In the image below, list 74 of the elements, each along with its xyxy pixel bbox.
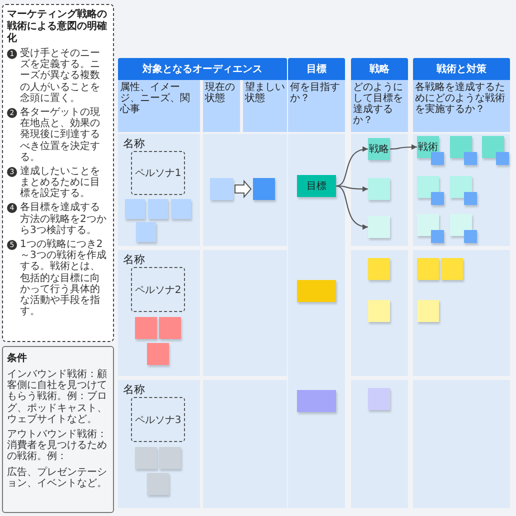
sticky-note bbox=[431, 152, 444, 165]
sticky-note bbox=[148, 199, 168, 219]
step-text: 達成したいことをまとめるために目標を設定する。 bbox=[20, 166, 101, 200]
sticky-note bbox=[147, 473, 169, 495]
step-text: 1つの戦略につき2～3つの戦術を作成する。戦術とは、包括的な目標に向かって行う具体的な活動や手段を指す。 bbox=[20, 239, 108, 318]
condition-text: 広告、プレゼンテーション、イベントなど。 bbox=[7, 466, 108, 489]
sticky-note bbox=[450, 136, 472, 158]
column-subheader: 望ましい状態 bbox=[243, 80, 287, 132]
column-subheader: 何を目指すか？ bbox=[288, 80, 345, 132]
sticky-note bbox=[450, 176, 472, 198]
sticky-note bbox=[368, 300, 390, 322]
sticky-note bbox=[368, 216, 390, 238]
block-arrow bbox=[234, 180, 252, 198]
column-subheader: どのようにして目標を達成するか？ bbox=[351, 80, 408, 132]
sticky-note bbox=[450, 214, 472, 236]
row-cell bbox=[118, 380, 200, 508]
sticky-note bbox=[464, 152, 477, 165]
step-text: 受け手とそのニーズを定義する。ニーズが異なる複数の人がいることを念頭に置く。 bbox=[20, 48, 101, 104]
sticky-note bbox=[297, 390, 336, 412]
row-cell bbox=[118, 134, 200, 246]
sticky-note bbox=[417, 258, 439, 280]
sticky-note bbox=[171, 199, 191, 219]
step-text: 各ターゲットの現在地点と、効果の発現後に到達するべき位置を決定する。 bbox=[20, 106, 101, 163]
connector-arrow bbox=[336, 185, 368, 192]
sticky-note bbox=[125, 199, 145, 219]
conditions-panel bbox=[2, 346, 114, 513]
sticky-note bbox=[135, 447, 157, 469]
sticky-note bbox=[496, 152, 509, 165]
connector-arrow bbox=[336, 185, 368, 230]
sticky-note bbox=[368, 258, 390, 280]
sticky-note: 戦略 bbox=[368, 138, 390, 160]
sticky-note bbox=[368, 178, 390, 200]
sticky-note bbox=[431, 192, 444, 205]
condition-text: アウトバウンド戦術：消費者を見つけるための戦術。例： bbox=[7, 428, 108, 462]
sticky-note bbox=[136, 222, 156, 242]
persona-placeholder-field: ペルソナ1 bbox=[131, 151, 185, 195]
sticky-note bbox=[368, 388, 390, 410]
column-header: 目標 bbox=[288, 58, 345, 80]
sticky-note bbox=[147, 343, 169, 365]
persona-placeholder-field: ペルソナ3 bbox=[131, 397, 185, 442]
sticky-note bbox=[210, 178, 233, 200]
condition-text: インバウンド戦術：顧客側に自社を見つけてもらう戦術。例：ブログ、ポッドキャスト、ウェブサイトなど。 bbox=[7, 369, 108, 425]
sticky-note bbox=[297, 280, 336, 302]
sticky-note bbox=[431, 230, 444, 243]
sticky-note bbox=[159, 317, 181, 339]
column-header: 戦略 bbox=[351, 58, 408, 80]
connector-arrow bbox=[336, 146, 368, 187]
sticky-note: 目標 bbox=[297, 175, 336, 197]
sticky-note bbox=[253, 178, 275, 200]
row-cell bbox=[118, 250, 200, 376]
panel-title: マーケティング戦略の戦術による意図の明確化 bbox=[7, 9, 108, 45]
column-subheader: 属性、イメージ、ニーズ、関心事 bbox=[118, 80, 200, 132]
sticky-note bbox=[441, 258, 463, 280]
row-label: 名称 bbox=[123, 252, 145, 267]
sticky-note bbox=[135, 317, 157, 339]
sticky-note bbox=[464, 192, 477, 205]
row-label: 名称 bbox=[123, 136, 145, 151]
step-text: 各目標を達成する方法の戦略を2つから3つ検討する。 bbox=[20, 202, 108, 236]
row-label: 名称 bbox=[123, 382, 145, 397]
sticky-note bbox=[482, 136, 504, 158]
column-subheader: 各戦略を達成するためにどのような戦術を実施するか？ bbox=[413, 80, 510, 132]
sticky-note bbox=[417, 176, 439, 198]
instructions-panel bbox=[2, 4, 114, 342]
sticky-note bbox=[417, 214, 439, 236]
sticky-note: 戦術 bbox=[417, 136, 439, 158]
connector-arrow bbox=[390, 144, 417, 150]
sticky-note bbox=[417, 300, 439, 322]
panel-title: 条件 bbox=[7, 352, 28, 365]
persona-placeholder-field: ペルソナ2 bbox=[131, 267, 185, 312]
column-subheader: 現在の状態 bbox=[203, 80, 240, 132]
column-header: 戦術と対策 bbox=[413, 58, 510, 80]
sticky-note bbox=[159, 447, 181, 469]
sticky-note bbox=[464, 230, 477, 243]
column-header: 対象となるオーディエンス bbox=[118, 58, 287, 80]
